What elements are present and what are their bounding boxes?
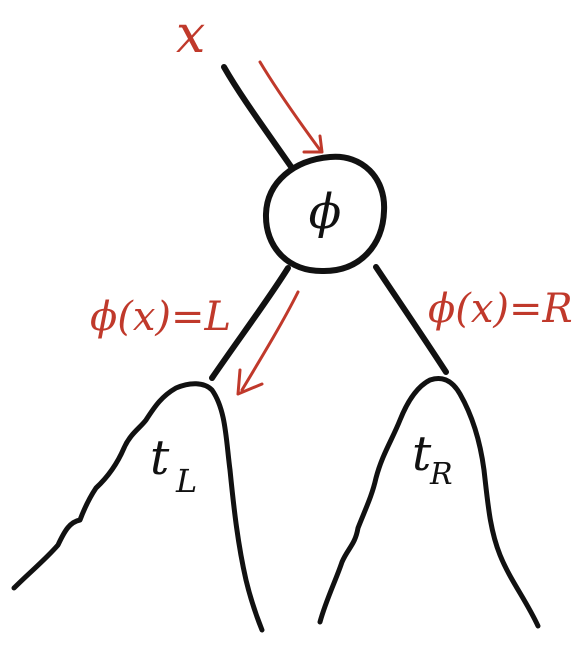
left-condition-label: ϕ(x)=L bbox=[90, 294, 231, 340]
input-label: x bbox=[176, 5, 205, 65]
right-subtree-outline bbox=[317, 376, 541, 629]
right-edge bbox=[373, 264, 449, 375]
left-edge bbox=[209, 265, 291, 381]
right-subtree-subscript: R bbox=[429, 457, 453, 492]
left-subtree-name: t bbox=[150, 430, 170, 486]
left-path-arrow bbox=[236, 290, 300, 396]
right-subtree-label: t R bbox=[412, 426, 453, 492]
right-subtree-name: t bbox=[412, 426, 432, 482]
input-path-arrow bbox=[258, 60, 324, 154]
node-label: ϕ bbox=[309, 184, 342, 240]
right-condition-label: ϕ(x)=R bbox=[428, 286, 573, 332]
left-subtree-subscript: L bbox=[175, 462, 197, 500]
split-node bbox=[262, 153, 388, 275]
left-subtree-outline bbox=[11, 381, 265, 633]
left-subtree-label: t L bbox=[150, 430, 197, 500]
input-edge bbox=[221, 64, 295, 171]
